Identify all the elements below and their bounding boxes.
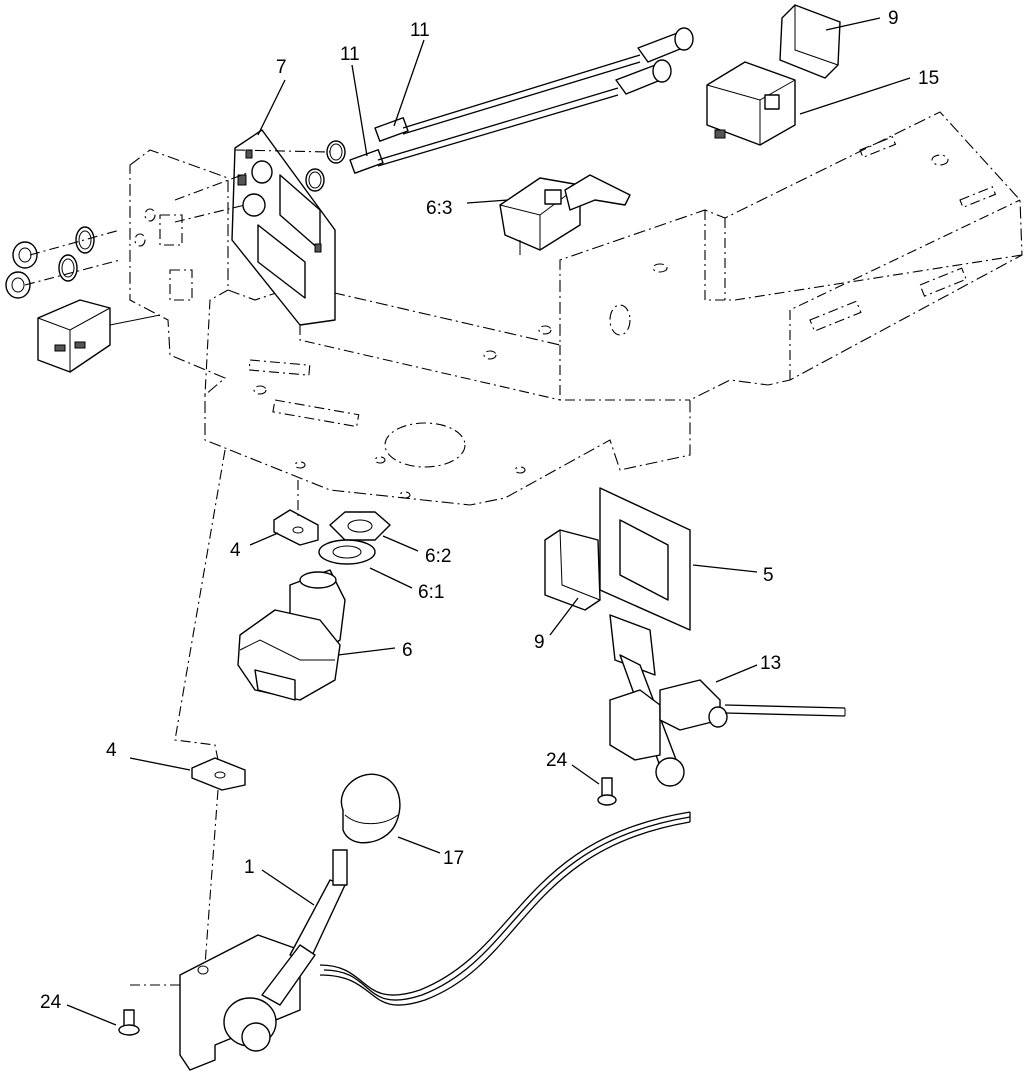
retainer-clip-top — [779, 4, 841, 79]
callout-6-2: 6:2 — [425, 546, 451, 567]
relay-module — [706, 61, 796, 146]
leader-lines — [66, 17, 911, 1026]
flange-bolt-right — [597, 777, 617, 806]
callout-6-3: 6:3 — [426, 198, 452, 219]
flange-bolt-left — [118, 984, 186, 1036]
nut-clip-lower — [174, 449, 246, 966]
callout-5: 5 — [763, 565, 774, 586]
callout-4-upper: 4 — [230, 540, 241, 561]
throttle-cable — [319, 811, 691, 1006]
callout-24-left: 24 — [40, 992, 62, 1013]
callout-24-right: 24 — [546, 750, 568, 771]
callout-15: 15 — [918, 68, 939, 89]
indicator-lamp-harness — [234, 27, 694, 192]
callout-9-lower: 9 — [534, 632, 545, 653]
switch-assembly — [37, 299, 161, 373]
callout-6: 6 — [402, 640, 413, 661]
callout-11-left: 11 — [340, 44, 360, 65]
control-lever-assembly — [179, 773, 401, 1071]
key-switch-cover — [499, 174, 631, 255]
callout-11-right: 11 — [410, 20, 430, 41]
decal-plate — [174, 129, 336, 326]
nut-clip-upper — [273, 480, 319, 546]
callout-13: 13 — [760, 653, 781, 674]
nuts-washers — [5, 226, 121, 299]
mounting-plate — [599, 487, 691, 631]
callout-1: 1 — [244, 857, 255, 878]
ignition-switch — [237, 569, 346, 701]
callout-labels: 7 11 11 9 15 6:3 4 6:2 6:1 6 5 9 13 24 4… — [40, 8, 939, 1013]
retainer-clip-lower — [544, 529, 601, 611]
callout-6-1: 6:1 — [418, 582, 444, 603]
callout-4-lower: 4 — [106, 740, 117, 761]
callout-7: 7 — [276, 57, 287, 78]
throttle-bracket — [609, 614, 846, 787]
ignition-nut-washer — [318, 511, 391, 565]
callout-9-top: 9 — [888, 8, 899, 29]
callout-17: 17 — [443, 848, 464, 869]
